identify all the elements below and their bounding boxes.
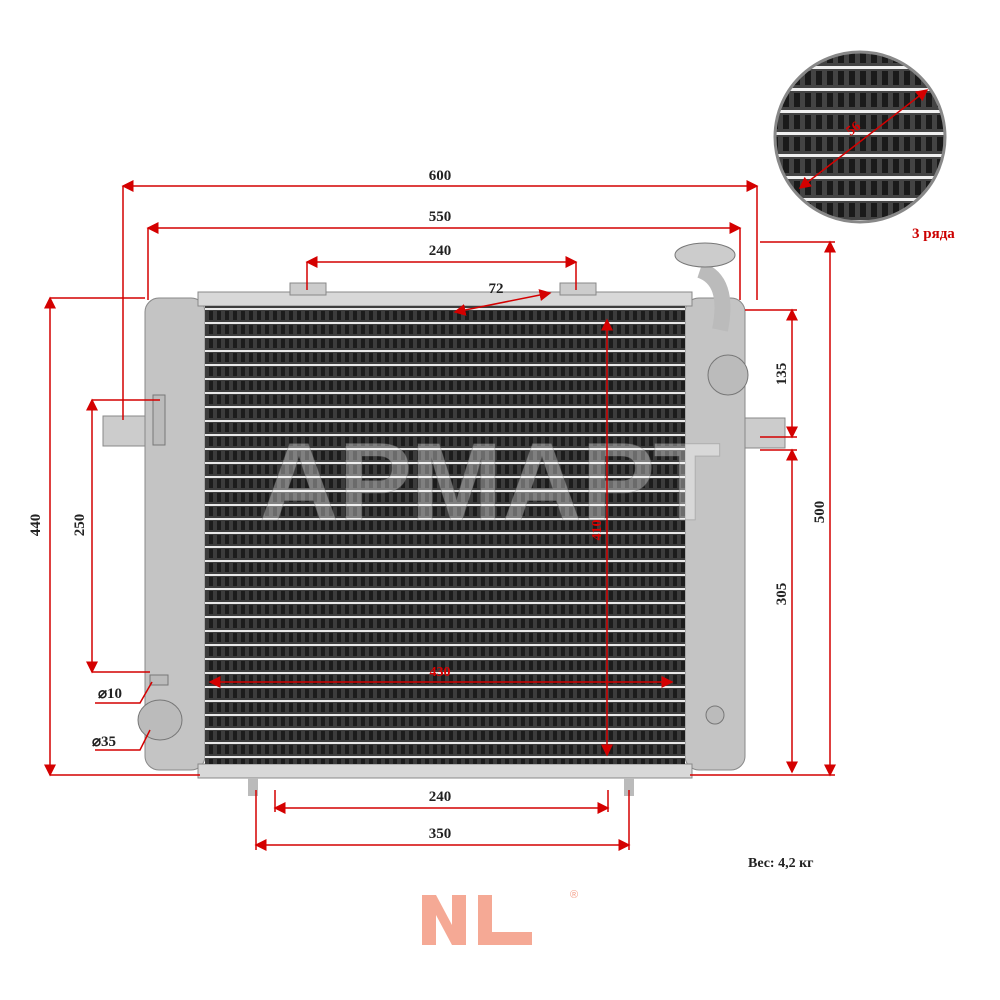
drain-plug bbox=[705, 705, 725, 725]
dim-250: 250 bbox=[72, 514, 88, 537]
weight-label: Вес: 4,2 кг bbox=[748, 856, 814, 871]
dim-500: 500 bbox=[812, 501, 828, 524]
dim-diameter-10: ⌀10 bbox=[98, 686, 122, 702]
lower-hose-outlet bbox=[137, 699, 183, 741]
svg-text:®: ® bbox=[570, 889, 578, 901]
dimension-lines bbox=[44, 180, 836, 851]
core-detail-inset: 56 bbox=[773, 50, 947, 224]
dim-240-bottom: 240 bbox=[429, 789, 452, 805]
rows-label: 3 ряда bbox=[912, 226, 955, 242]
dim-440: 440 bbox=[28, 514, 44, 537]
filler-neck bbox=[696, 262, 731, 332]
dim-550: 550 bbox=[429, 209, 452, 225]
wl-logo: ® bbox=[422, 889, 578, 945]
dim-410: 410 bbox=[590, 520, 605, 541]
upper-hose-outlet bbox=[707, 354, 749, 396]
radiator-cap bbox=[674, 242, 736, 268]
dim-diameter-35: ⌀35 bbox=[92, 734, 116, 750]
dim-430: 430 bbox=[430, 665, 451, 680]
dim-240-top: 240 bbox=[429, 243, 452, 259]
dim-72: 72 bbox=[489, 281, 504, 297]
dim-305: 305 bbox=[774, 583, 790, 606]
dim-350: 350 bbox=[429, 826, 452, 842]
dim-600: 600 bbox=[429, 168, 452, 184]
dim-135: 135 bbox=[774, 363, 790, 386]
watermark-logo: АРМАРТ bbox=[259, 421, 721, 544]
